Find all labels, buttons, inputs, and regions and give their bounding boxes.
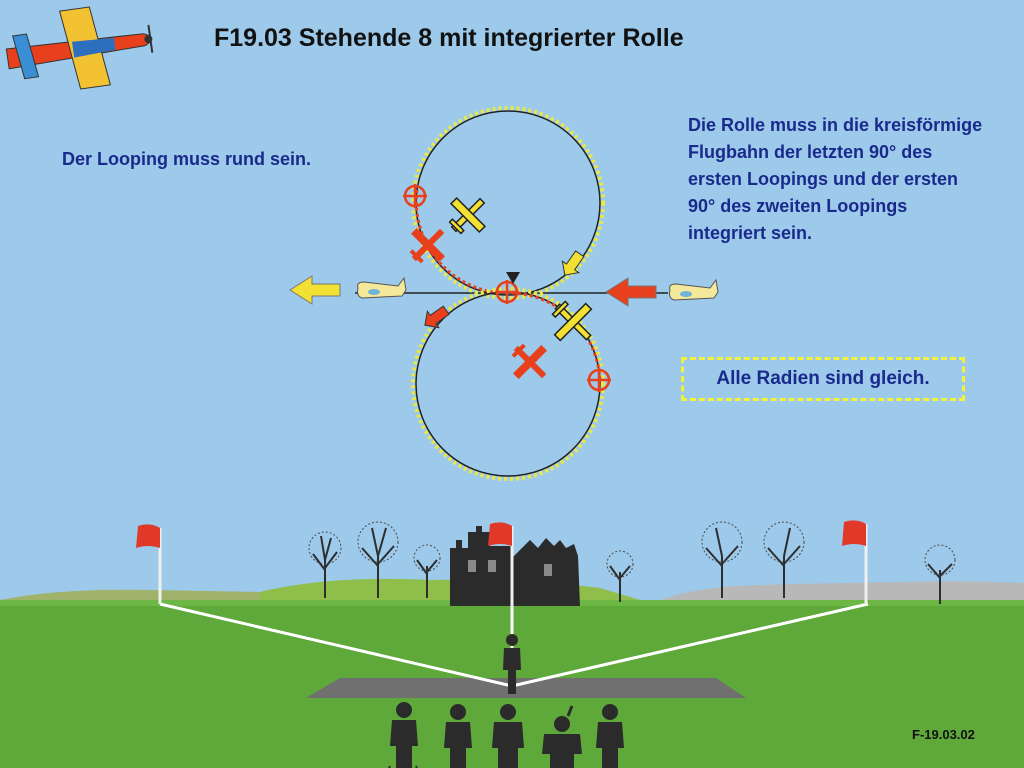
crosshair-icon	[587, 368, 611, 392]
plane-icon	[511, 343, 547, 379]
note-roll-integration: Die Rolle muss in die kreisförmige Flugb…	[688, 115, 983, 243]
arrow-icon	[424, 250, 585, 329]
aircraft-logo-icon	[5, 6, 154, 90]
plane-icon	[669, 278, 719, 301]
arrow-left-icon	[605, 277, 657, 307]
plane-icon	[551, 300, 593, 342]
direction-marker	[506, 272, 520, 284]
crosshair-icon	[403, 184, 427, 208]
plane-icon	[448, 196, 487, 235]
page-title: F19.03 Stehende 8 mit integrierter Rolle	[214, 24, 684, 52]
note-radii-text: Alle Radien sind gleich.	[716, 368, 930, 389]
figure-id: F-19.03.02	[912, 727, 975, 742]
crosshair-icon	[495, 280, 519, 304]
plane-icon	[357, 276, 407, 299]
runway	[306, 678, 746, 698]
judge-icon	[388, 702, 624, 768]
plane-icon	[409, 228, 445, 264]
tree-icon	[308, 521, 956, 604]
flag-icon	[136, 520, 868, 606]
note-loop-round: Der Looping muss rund sein.	[62, 149, 312, 169]
pilot-icon	[503, 634, 521, 694]
note-radii-box: Alle Radien sind gleich.	[681, 357, 965, 401]
arrow-left-icon	[289, 275, 341, 305]
castle-icon	[450, 526, 580, 606]
